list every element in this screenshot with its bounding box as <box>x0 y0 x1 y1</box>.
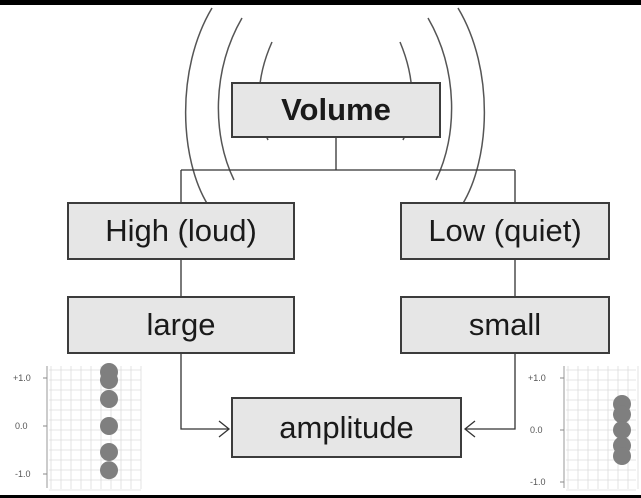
amplitude-dot <box>100 417 118 435</box>
volume-label: Volume <box>281 92 391 127</box>
amplitude-dot <box>613 447 631 465</box>
large-box: large <box>67 296 295 354</box>
high-loud-box: High (loud) <box>67 202 295 260</box>
amplitude-dot <box>100 371 118 390</box>
wave-right-outer <box>457 7 486 206</box>
left-tick-plus-one: +1.0 <box>13 373 31 383</box>
left-tick-zero: 0.0 <box>15 421 28 431</box>
large-label: large <box>146 307 216 342</box>
left-tick-minus-one: -1.0 <box>15 469 31 479</box>
wave-left-outer <box>184 7 213 206</box>
right-tick-minus-one: -1.0 <box>530 477 546 487</box>
amplitude-dot <box>613 405 631 424</box>
amplitude-box: amplitude <box>231 397 462 458</box>
amplitude-dot <box>100 390 118 408</box>
arrowhead-right <box>463 420 476 438</box>
right-tick-plus-one: +1.0 <box>528 373 546 383</box>
low-quiet-box: Low (quiet) <box>400 202 610 260</box>
small-label: small <box>468 307 542 342</box>
low-quiet-label: Low (quiet) <box>428 213 582 248</box>
amplitude-dot <box>613 421 631 439</box>
right-amplitude-plot: +1.0 0.0 -1.0 <box>528 366 639 491</box>
small-to-amplitude <box>465 354 516 430</box>
arrowhead-left <box>218 420 231 438</box>
amplitude-label: amplitude <box>279 409 414 445</box>
amplitude-dot <box>100 461 118 480</box>
volume-box: Volume <box>231 82 441 138</box>
right-plot-dots <box>613 395 631 465</box>
small-box: small <box>400 296 610 354</box>
tree-lines <box>180 138 516 430</box>
bottom-border <box>0 495 641 498</box>
left-plot-grid <box>49 366 142 491</box>
right-tick-zero: 0.0 <box>530 425 543 435</box>
high-loud-label: High (loud) <box>105 213 257 248</box>
arrowheads <box>218 420 476 438</box>
amplitude-dot <box>100 443 118 461</box>
top-border <box>0 0 641 5</box>
large-to-amplitude <box>180 354 229 430</box>
wave-right-middle <box>427 17 453 181</box>
left-plot-dots <box>100 363 118 480</box>
wave-left-middle <box>217 17 243 181</box>
left-amplitude-plot: +1.0 0.0 -1.0 <box>13 363 142 491</box>
